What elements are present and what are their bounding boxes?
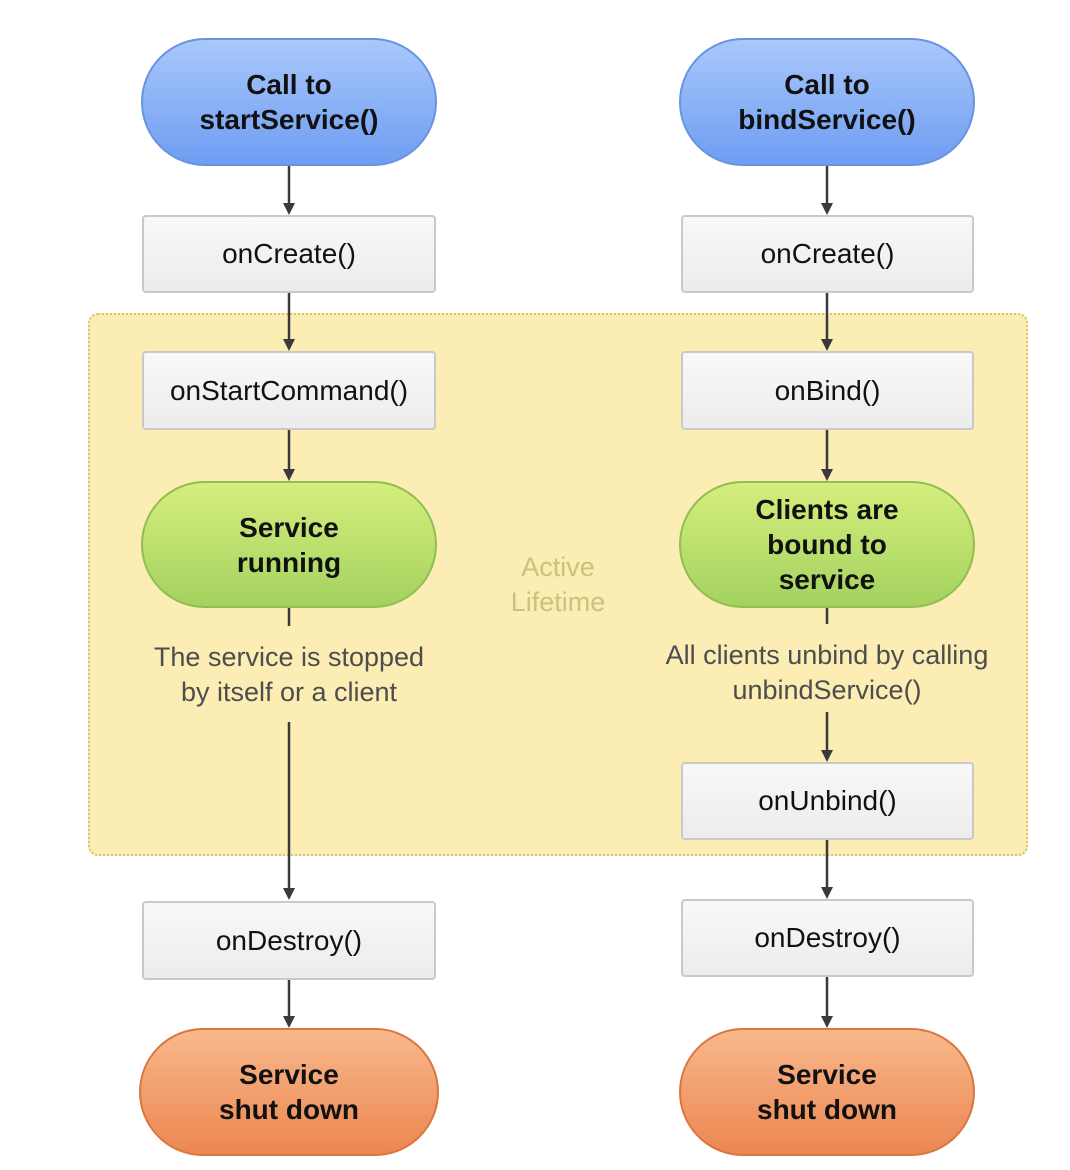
bind-service-node: Call to bindService() xyxy=(679,38,975,166)
oncreate-left-box: onCreate() xyxy=(142,215,436,293)
unbind-note: All clients unbind by calling unbindServ… xyxy=(665,640,989,705)
onstartcommand-box: onStartCommand() xyxy=(142,351,436,430)
shutdown-right-node: Service shut down xyxy=(679,1028,975,1156)
onunbind-box: onUnbind() xyxy=(681,762,974,840)
shutdown-left-node: Service shut down xyxy=(139,1028,439,1156)
clients-bound-node: Clients are bound to service xyxy=(679,481,975,608)
oncreate-right-box: onCreate() xyxy=(681,215,974,293)
onbind-box: onBind() xyxy=(681,351,974,430)
service-running-node: Service running xyxy=(141,481,437,608)
active-lifetime-label: Active Lifetime xyxy=(510,552,606,617)
ondestroy-left-box: onDestroy() xyxy=(142,901,436,980)
start-service-node: Call to startService() xyxy=(141,38,437,166)
ondestroy-right-box: onDestroy() xyxy=(681,899,974,977)
stop-note: The service is stopped by itself or a cl… xyxy=(153,642,425,707)
